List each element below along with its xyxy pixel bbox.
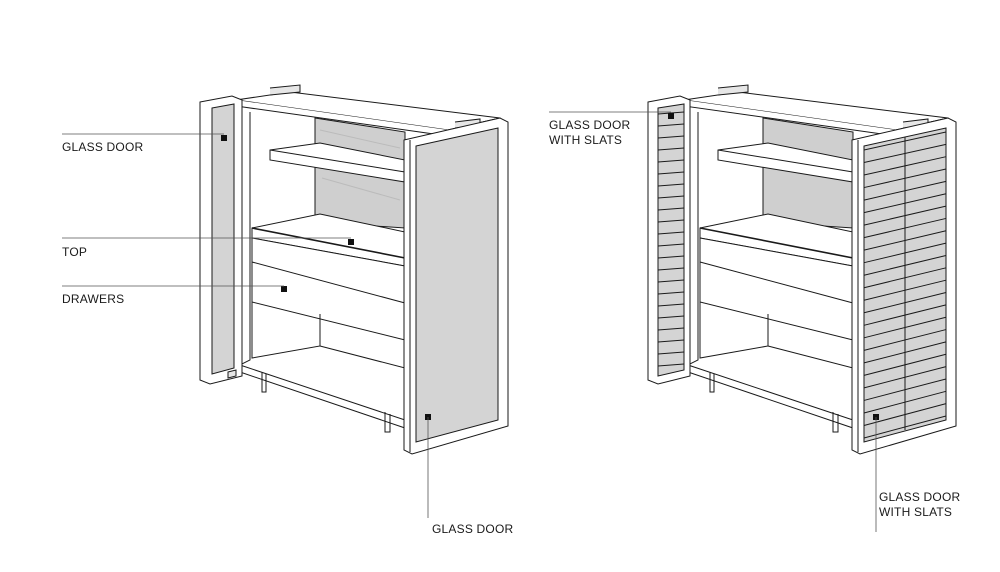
label-line: GLASS DOOR: [549, 118, 631, 132]
slat: [863, 205, 947, 226]
slat: [863, 353, 947, 376]
cabinet-slat-doors: [647, 84, 957, 455]
slat: [863, 267, 947, 289]
slat: [657, 219, 685, 223]
slat: [863, 254, 947, 276]
slat: [863, 217, 947, 239]
slat: [657, 267, 685, 271]
slat: [863, 131, 947, 151]
label-drawers: DRAWERS: [62, 292, 125, 306]
slat: [863, 415, 947, 439]
slat: [863, 279, 947, 301]
slat: [863, 378, 947, 401]
slat: [657, 303, 685, 307]
slat: [657, 315, 685, 319]
leader-lines-right: [549, 111, 877, 532]
slat: [863, 180, 947, 201]
slat: [863, 304, 947, 326]
label-glass-door-bottom: GLASS DOOR: [432, 522, 514, 536]
slat: [657, 363, 685, 367]
cabinet-glass-doors: [199, 84, 509, 455]
slat: [657, 147, 685, 151]
slat: [863, 403, 947, 426]
label-glass-door-slats-top: GLASS DOOR WITH SLATS: [549, 118, 630, 148]
slat: [863, 230, 947, 251]
slat: [863, 242, 947, 264]
slat: [863, 156, 947, 176]
label-glass-door-slats-bottom: GLASS DOOR WITH SLATS: [879, 490, 960, 520]
slat: [657, 171, 685, 175]
slat: [657, 231, 685, 235]
slat: [657, 327, 685, 331]
slat: [863, 143, 947, 164]
slat: [863, 390, 947, 414]
slat: [863, 168, 947, 189]
slat: [657, 183, 685, 187]
slat: [657, 243, 685, 247]
slat: [657, 135, 685, 139]
label-line: GLASS DOOR: [879, 490, 961, 504]
label-line: WITH SLATS: [879, 505, 953, 519]
slat: [863, 292, 947, 314]
slat: [863, 193, 947, 214]
slat: [863, 366, 947, 389]
label-line: WITH SLATS: [549, 133, 623, 147]
leader-lines-left: [62, 133, 429, 518]
slat: [863, 341, 947, 364]
label-glass-door-left: GLASS DOOR: [62, 140, 144, 154]
slat: [657, 159, 685, 163]
label-top: TOP: [62, 245, 88, 259]
slat: [657, 207, 685, 211]
slat: [863, 329, 947, 351]
slat: [657, 291, 685, 295]
slat: [657, 339, 685, 343]
slat: [657, 279, 685, 283]
slat: [657, 195, 685, 199]
slat: [657, 351, 685, 355]
slat: [657, 255, 685, 259]
slat: [657, 123, 685, 127]
slat: [863, 316, 947, 339]
